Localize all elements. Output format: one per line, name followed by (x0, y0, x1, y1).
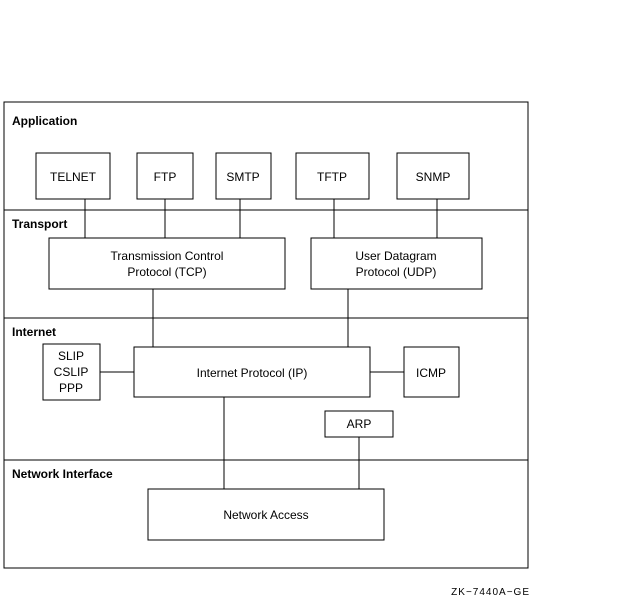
figure-code: ZK−7440A−GE (451, 587, 530, 598)
box-ftp-label: FTP (154, 170, 177, 184)
box-tcp-label-line-2: Protocol (TCP) (127, 265, 206, 279)
layer-title-transport: Transport (12, 217, 67, 231)
box-smtp-label: SMTP (226, 170, 259, 184)
box-ip-label: Internet Protocol (IP) (197, 366, 308, 380)
layer-title-internet: Internet (12, 325, 56, 339)
box-arp-label: ARP (347, 417, 372, 431)
box-snmp-label: SNMP (416, 170, 451, 184)
box-smtp: SMTP (215, 152, 272, 200)
box-snmp: SNMP (396, 152, 470, 200)
box-slip-label-line-3: PPP (59, 381, 83, 395)
box-network-access: Network Access (147, 488, 385, 541)
box-udp: User Datagram Protocol (UDP) (310, 237, 483, 290)
box-tftp: TFTP (295, 152, 370, 200)
layer-title-network-interface: Network Interface (12, 467, 113, 481)
box-icmp-label: ICMP (416, 366, 446, 380)
box-tftp-label: TFTP (317, 170, 347, 184)
box-arp: ARP (324, 410, 394, 438)
box-telnet: TELNET (35, 152, 111, 200)
box-tcp: Transmission Control Protocol (TCP) (48, 237, 286, 290)
box-network-access-label: Network Access (223, 508, 308, 522)
box-slip-label-line-1: SLIP (58, 349, 84, 363)
box-slip: SLIP CSLIP PPP (42, 343, 101, 401)
box-ftp: FTP (136, 152, 194, 200)
box-udp-label-line-2: Protocol (UDP) (356, 265, 437, 279)
box-ip: Internet Protocol (IP) (133, 346, 371, 398)
box-tcp-label-line-1: Transmission Control (111, 249, 224, 263)
box-slip-label-line-2: CSLIP (54, 365, 89, 379)
box-icmp: ICMP (403, 346, 460, 398)
box-telnet-label: TELNET (50, 170, 97, 184)
layer-title-application: Application (12, 114, 77, 128)
box-udp-label-line-1: User Datagram (355, 249, 436, 263)
